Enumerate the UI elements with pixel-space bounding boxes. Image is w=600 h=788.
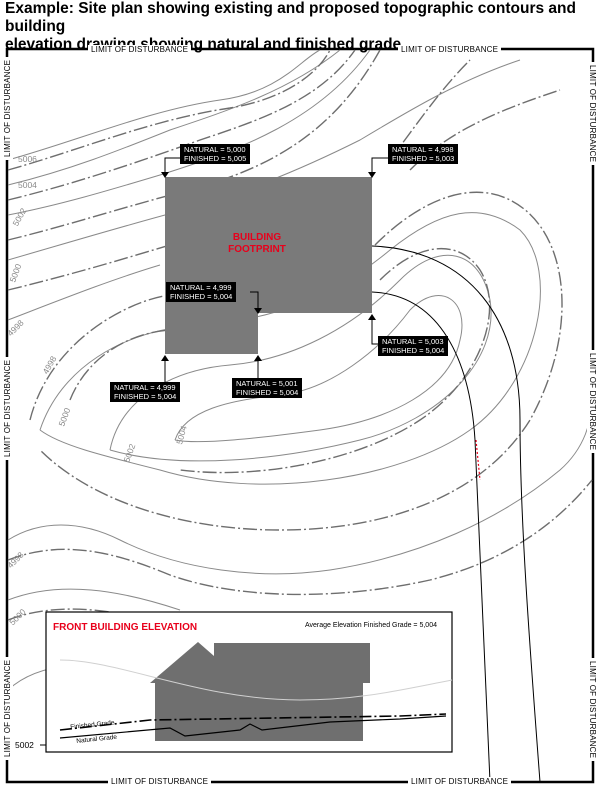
callout-arrowheads	[161, 172, 376, 361]
lod-label-left-1: LIMIT OF DISTURBANCE	[3, 56, 13, 160]
driveway-edge	[371, 245, 541, 783]
house-body	[155, 683, 363, 741]
existing-contour	[7, 264, 161, 321]
natural-grade-line	[59, 715, 447, 739]
background-contour	[59, 659, 453, 701]
existing-contour	[7, 49, 341, 186]
proposed-contour	[7, 244, 171, 291]
footprint-label-line-2: FOOTPRINT	[228, 244, 286, 255]
footprint-label-line-1: BUILDING	[232, 232, 282, 243]
arrowhead	[254, 308, 262, 314]
contour-label: 5002	[15, 740, 34, 750]
elevation-callout: NATURAL = 5,000 FINISHED = 5,005	[180, 144, 251, 164]
elevation-callout: NATURAL = 4,998 FINISHED = 5,003	[388, 144, 459, 164]
finished-grade-line	[59, 713, 447, 731]
building-footprint-label: BUILDING FOOTPRINT	[212, 232, 302, 256]
heading-line-1: Example: Site plan showing existing and …	[5, 0, 576, 35]
leader-line	[250, 291, 259, 312]
lod-label-left-3: LIMIT OF DISTURBANCE	[3, 656, 13, 760]
finished-value: FINISHED = 5,004	[170, 292, 233, 301]
finished-value: FINISHED = 5,003	[392, 154, 455, 163]
elevation-house	[150, 642, 370, 741]
lod-label-right-3: LIMIT OF DISTURBANCE	[587, 658, 597, 762]
contour-label: 5006	[18, 154, 37, 164]
natural-value: NATURAL = 5,000	[184, 145, 246, 154]
proposed-contour	[389, 59, 471, 161]
leader-line	[164, 157, 180, 176]
arrowhead	[368, 172, 376, 178]
lod-label-top-right: LIMIT OF DISTURBANCE	[398, 45, 502, 55]
existing-contour	[7, 399, 593, 575]
lod-label-bottom-left: LIMIT OF DISTURBANCE	[108, 777, 212, 787]
average-grade-note: Average Elevation Finished Grade = 5,004	[305, 622, 437, 629]
lod-label-right-2: LIMIT OF DISTURBANCE	[587, 350, 597, 454]
lod-label-top-left: LIMIT OF DISTURBANCE	[88, 45, 192, 55]
house-roof	[150, 642, 370, 683]
proposed-contour	[39, 191, 563, 531]
existing-contour	[7, 588, 181, 611]
natural-value: NATURAL = 5,003	[382, 337, 444, 346]
proposed-contour	[409, 89, 561, 171]
arrowhead	[368, 314, 376, 320]
lod-label-right-1: LIMIT OF DISTURBANCE	[587, 62, 597, 166]
elevation-callout: NATURAL = 5,001 FINISHED = 5,004	[232, 378, 303, 398]
arrowhead	[254, 355, 262, 361]
natural-value: NATURAL = 4,999	[170, 283, 232, 292]
finished-value: FINISHED = 5,004	[236, 388, 299, 397]
proposed-contour	[7, 49, 331, 171]
arrowhead	[161, 355, 169, 361]
finished-value: FINISHED = 5,005	[184, 154, 247, 163]
proposed-contour	[7, 49, 356, 201]
proposed-contour	[29, 294, 171, 421]
lod-label-bottom-right: LIMIT OF DISTURBANCE	[408, 777, 512, 787]
building-footprint	[165, 177, 372, 354]
contour-label: 5004	[18, 180, 37, 190]
lod-label-left-2: LIMIT OF DISTURBANCE	[3, 356, 13, 460]
proposed-contours	[7, 49, 593, 631]
natural-value: NATURAL = 5,001	[236, 379, 298, 388]
elevation-callout: NATURAL = 4,999 FINISHED = 5,004	[166, 282, 237, 302]
leader-line	[371, 316, 380, 345]
existing-contour	[7, 49, 321, 161]
natural-value: NATURAL = 4,999	[114, 383, 176, 392]
leader-line	[371, 157, 388, 176]
elevation-callout: NATURAL = 5,003 FINISHED = 5,004	[378, 336, 449, 356]
natural-value: NATURAL = 4,998	[392, 145, 454, 154]
finished-value: FINISHED = 5,004	[382, 346, 445, 355]
elevation-callout: NATURAL = 4,999 FINISHED = 5,004	[110, 382, 181, 402]
finished-value: FINISHED = 5,004	[114, 392, 177, 401]
proposed-contour	[69, 329, 176, 401]
proposed-contour	[179, 248, 491, 474]
driveway-edge	[371, 291, 491, 783]
proposed-contour	[7, 479, 593, 596]
elevation-panel-title: FRONT BUILDING ELEVATION	[53, 622, 198, 633]
leader-line	[160, 357, 166, 386]
arrowhead	[161, 172, 169, 178]
existing-contour	[109, 254, 492, 462]
driveway-lines	[371, 245, 541, 783]
red-marker-line	[475, 439, 481, 481]
